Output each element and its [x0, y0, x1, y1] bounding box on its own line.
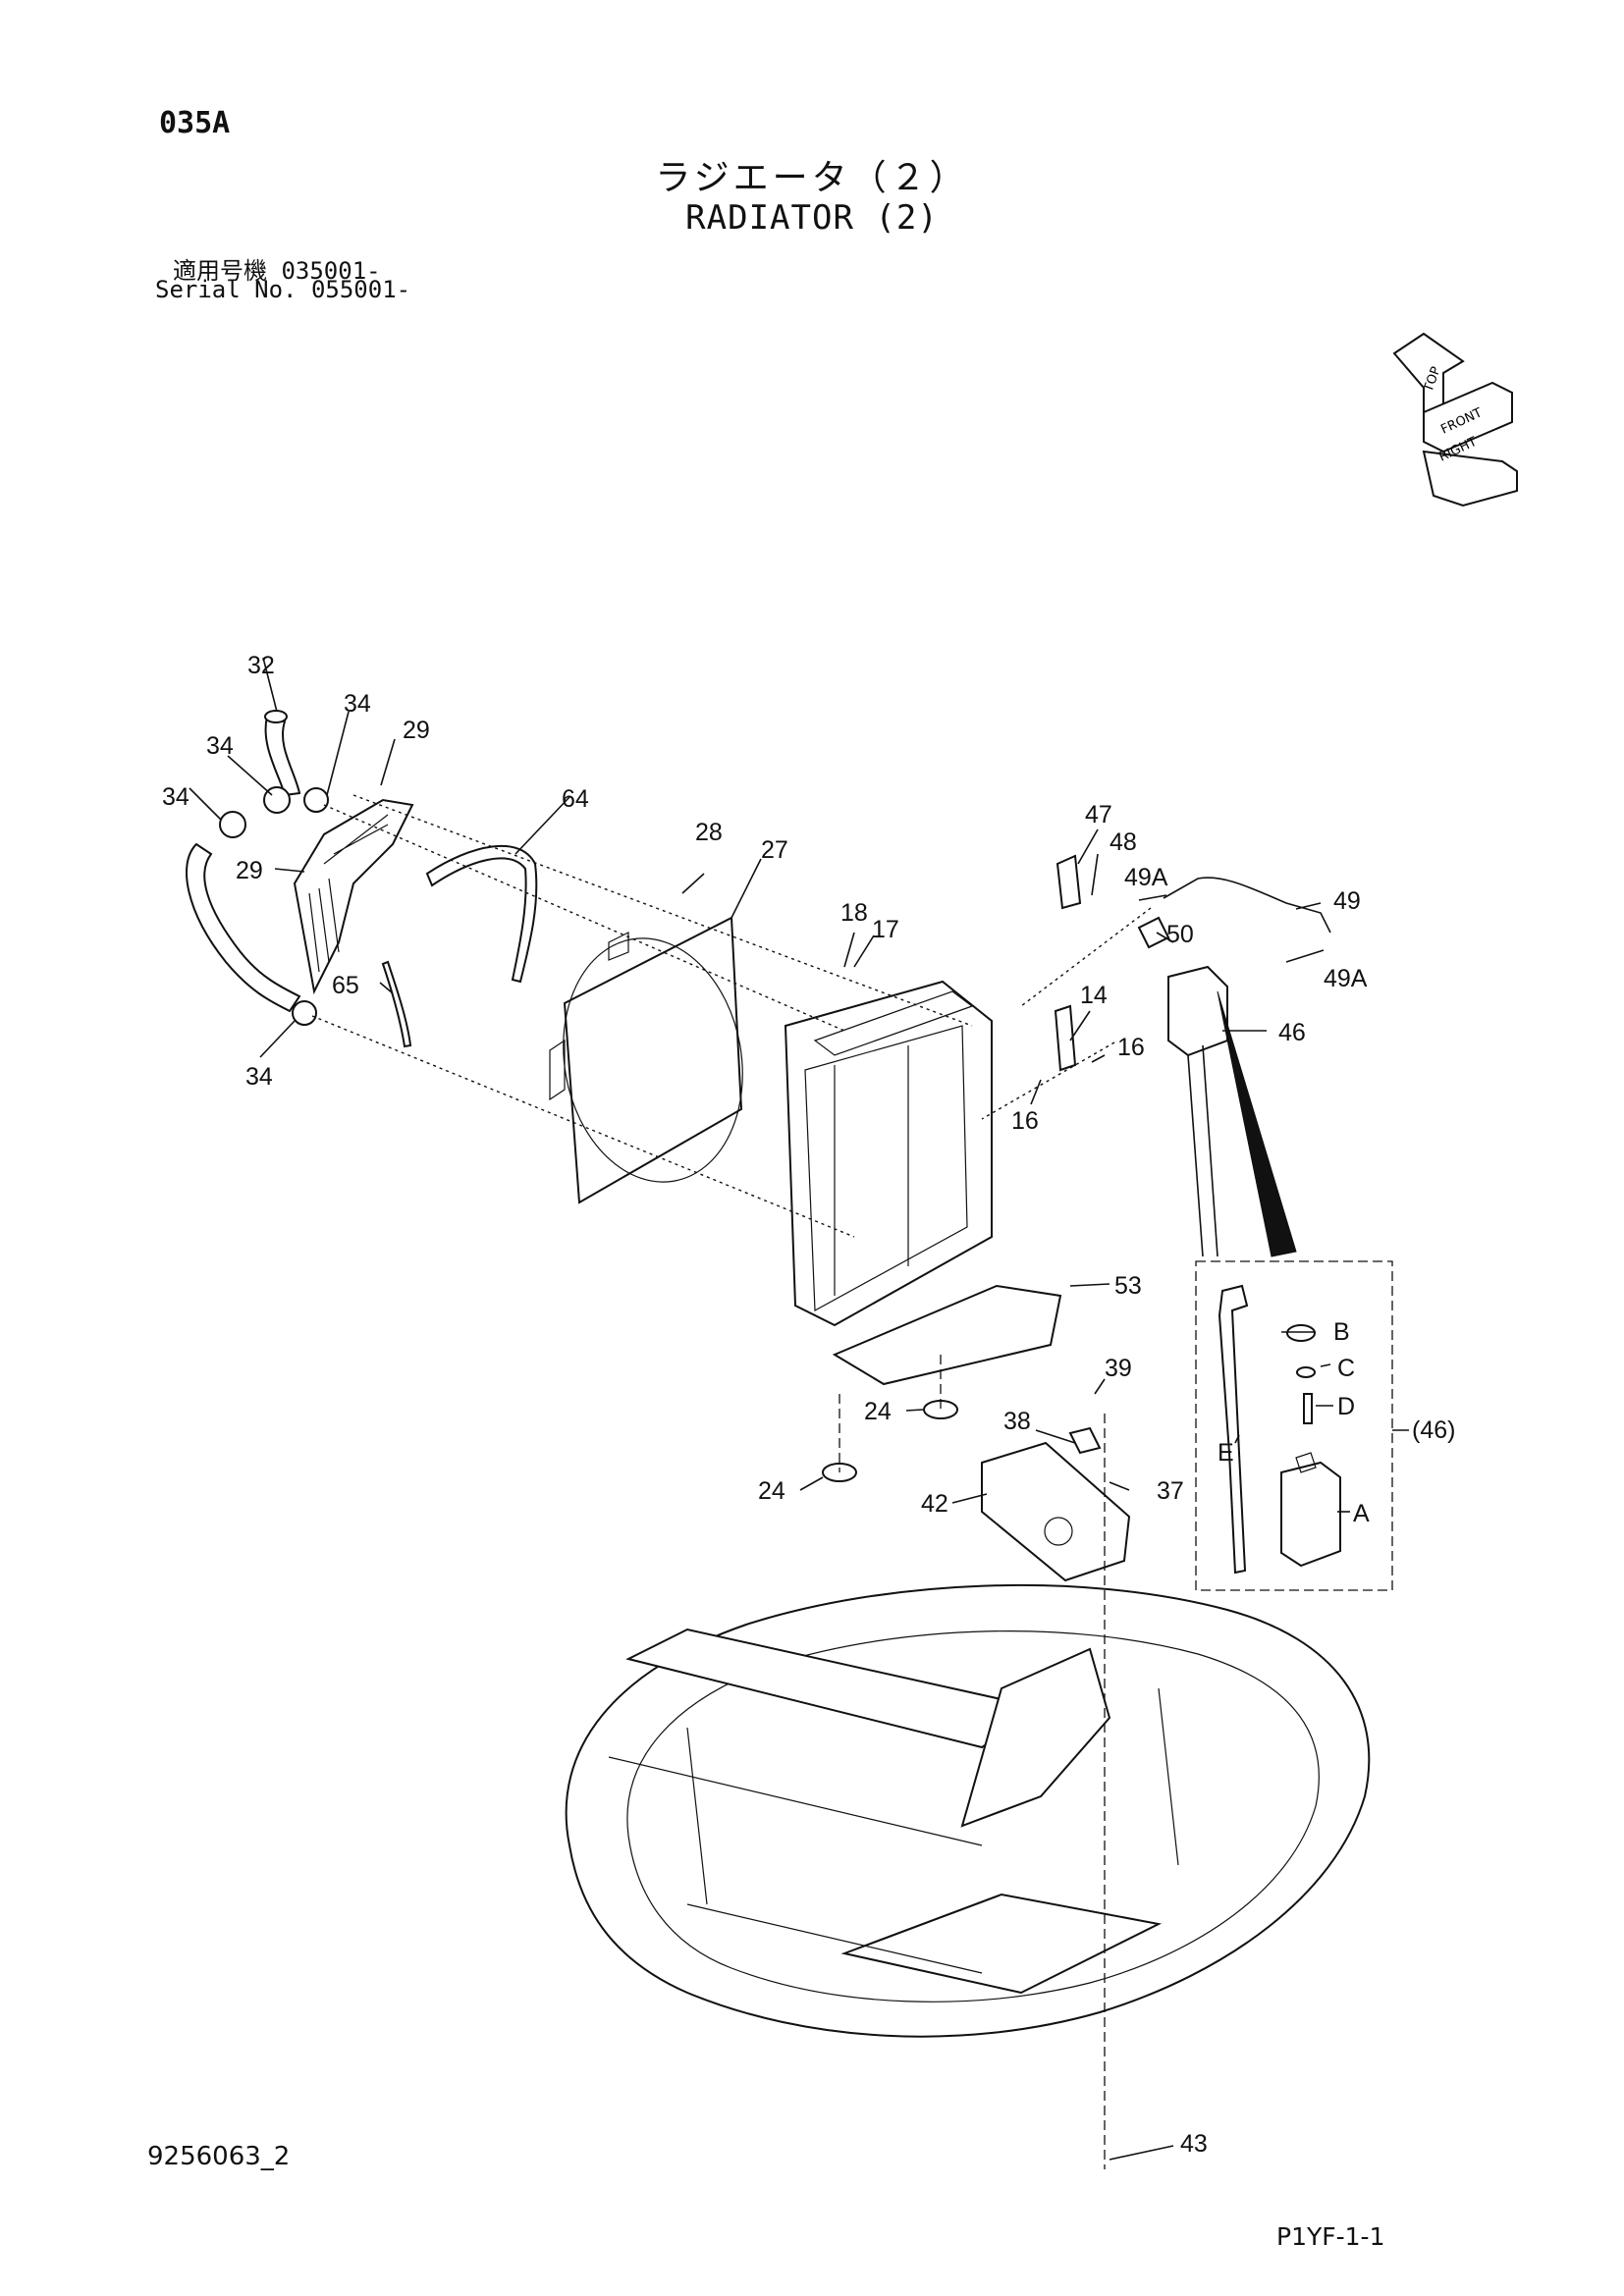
- callout-49a-top: 49A: [1124, 864, 1168, 891]
- callout-50: 50: [1166, 921, 1194, 948]
- page-reference: P1YF-1-1: [1276, 2222, 1385, 2251]
- serial-japanese: 適用号機 035001-: [173, 257, 381, 285]
- callout-64: 64: [562, 785, 589, 813]
- callout-53: 53: [1114, 1272, 1142, 1300]
- lower-bracket: [832, 1284, 1062, 1386]
- callout-46: 46: [1278, 1019, 1306, 1046]
- radiator-core: [784, 980, 993, 1327]
- seal-65: [381, 960, 412, 1048]
- callout-24-lower: 24: [758, 1477, 785, 1505]
- serial-english: Serial No. 055001-: [155, 276, 411, 303]
- callout-42: 42: [921, 1490, 948, 1518]
- reserve-tank: [1054, 854, 1331, 1257]
- detail-arrow: [1217, 990, 1297, 1257]
- fan-guard: [293, 798, 414, 995]
- detail-letter-b: B: [1333, 1318, 1350, 1346]
- callout-29-a: 29: [403, 717, 430, 744]
- upper-frame: [565, 1583, 1371, 2038]
- callout-34-b: 34: [206, 732, 234, 760]
- callout-17: 17: [872, 916, 899, 943]
- page-code: 035A: [159, 106, 231, 140]
- callout-16-left: 16: [1011, 1107, 1039, 1135]
- callout-49a-bottom: 49A: [1324, 965, 1368, 992]
- document-number: 9256063_2: [147, 2142, 291, 2171]
- callout-27: 27: [761, 836, 788, 864]
- callout-47: 47: [1085, 801, 1112, 828]
- callout-49: 49: [1333, 887, 1361, 915]
- hose-clamps: [219, 786, 329, 1026]
- callout-34-d: 34: [245, 1063, 273, 1091]
- callout-labels: 32 34 34 34 34 29 29 64 28 27 18 17 65 4…: [162, 652, 1368, 2158]
- detail-box: [1195, 1260, 1409, 1591]
- lower-hose: [186, 842, 301, 1013]
- callout-18: 18: [840, 899, 868, 927]
- callout-16-right: 16: [1117, 1034, 1145, 1061]
- callout-34-a: 34: [344, 690, 371, 718]
- orientation-icon: TOP FRONT RIGHT: [1392, 332, 1518, 507]
- callout-37: 37: [1157, 1477, 1184, 1505]
- callout-43: 43: [1180, 2130, 1208, 2158]
- detail-labels: (46) B C D E A: [1218, 1318, 1455, 1527]
- callout-38: 38: [1003, 1408, 1031, 1435]
- detail-letter-e: E: [1218, 1439, 1234, 1467]
- detail-ref-46: (46): [1412, 1416, 1455, 1444]
- detail-letter-c: C: [1337, 1355, 1355, 1382]
- detail-letter-a: A: [1353, 1500, 1370, 1527]
- leader-lines: [189, 657, 1350, 2169]
- callout-28: 28: [695, 819, 723, 846]
- bracket-42: [981, 1426, 1131, 1582]
- callout-65: 65: [332, 972, 359, 999]
- title-japanese: ラジエータ（２）: [655, 158, 969, 198]
- callout-48: 48: [1110, 828, 1137, 856]
- fan-shroud: [549, 916, 743, 1204]
- callout-39: 39: [1105, 1355, 1132, 1382]
- callout-32: 32: [247, 652, 275, 679]
- title-english: RADIATOR (2): [685, 198, 939, 238]
- detail-letter-d: D: [1337, 1393, 1355, 1420]
- seal-64: [425, 844, 538, 984]
- callout-29-b: 29: [236, 857, 263, 884]
- callout-14: 14: [1080, 982, 1108, 1009]
- callout-24-upper: 24: [864, 1398, 892, 1425]
- callout-34-c: 34: [162, 783, 189, 811]
- upper-hose: [264, 710, 301, 797]
